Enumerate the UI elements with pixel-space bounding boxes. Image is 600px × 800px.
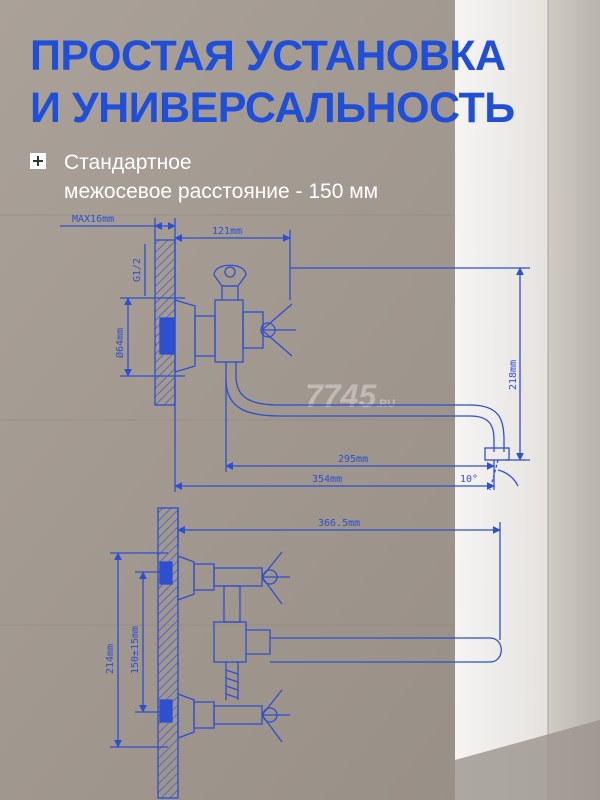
heading-line-2: И УНИВЕРСАЛЬНОСТЬ — [30, 84, 515, 132]
dim-angle: 10° — [460, 474, 478, 485]
dim-spout-offset: 121mm — [212, 226, 242, 237]
watermark-main: 7745 — [305, 378, 377, 414]
dim-height: 218mm — [508, 360, 519, 390]
heading: ПРОСТАЯ УСТАНОВКА И УНИВЕРСАЛЬНОСТЬ — [30, 30, 515, 134]
heading-line-1: ПРОСТАЯ УСТАНОВКА — [30, 32, 506, 80]
dim-total-height: 214mm — [105, 644, 116, 674]
dim-total-reach: 354mm — [312, 474, 342, 485]
dim-spout-reach: 295mm — [338, 454, 368, 465]
dim-center-distance: 150±15mm — [130, 626, 141, 674]
dim-flange-diameter: Ø64mm — [114, 328, 126, 358]
dim-thread: G1/2 — [132, 258, 143, 282]
dim-long-spout: 366.5mm — [318, 518, 360, 529]
feature-text: Стандартное межосевое расстояние - 150 м… — [64, 148, 378, 206]
wall-hatch-bottom — [157, 507, 179, 799]
plus-icon — [30, 153, 46, 169]
feature-line-2: межосевое расстояние - 150 мм — [64, 180, 379, 203]
watermark-suffix: .RU — [376, 398, 396, 410]
watermark: 7745.RU — [305, 378, 395, 415]
feature-line-1: Стандартное — [64, 151, 192, 174]
dim-max-thickness: MAX16mm — [72, 214, 114, 225]
feature-bullet: Стандартное межосевое расстояние - 150 м… — [30, 148, 378, 206]
